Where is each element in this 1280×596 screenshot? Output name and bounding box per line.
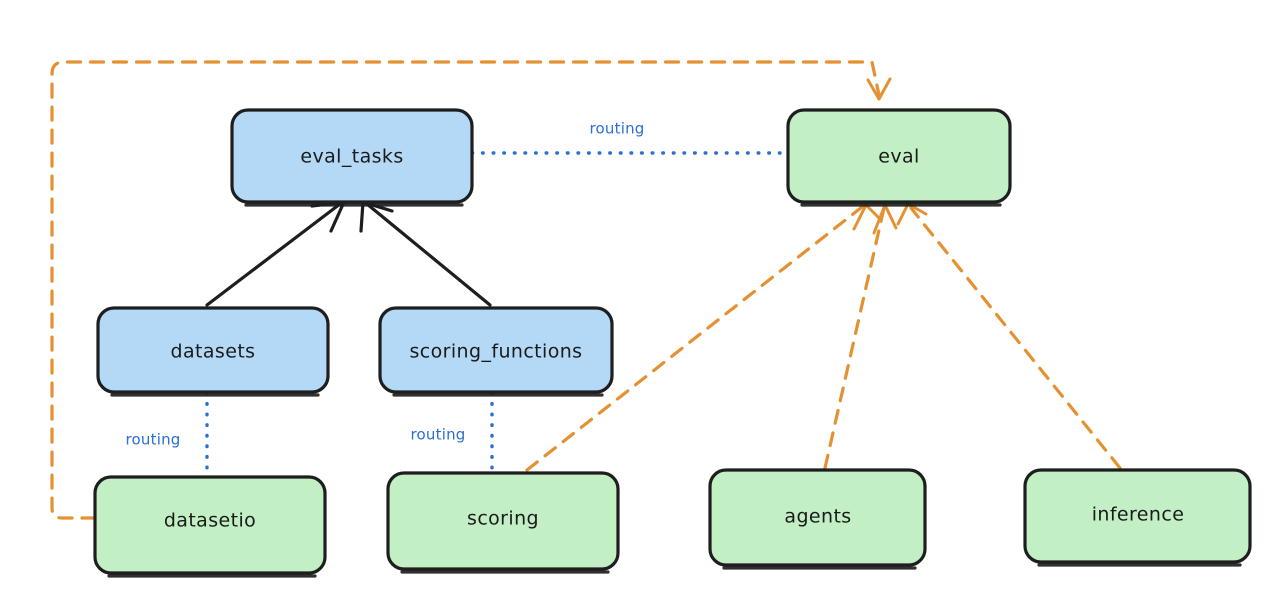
node-scoring-functions[interactable]: scoring_functions (378, 306, 614, 397)
node-eval-tasks-label: eval_tasks (300, 146, 403, 168)
node-agents[interactable]: agents (708, 468, 927, 570)
node-datasetio[interactable]: datasetio (93, 475, 327, 578)
edge-datasetio-to-eval (50, 60, 892, 520)
edge-label-routing-datasetio: routing (126, 431, 181, 449)
node-eval-box[interactable] (786, 108, 1012, 204)
node-datasetio-label: datasetio (164, 510, 256, 532)
node-datasets[interactable]: datasets (96, 306, 330, 397)
edge-label-routing-scoring: routing (411, 426, 466, 444)
node-scoring-functions-label: scoring_functions (410, 341, 583, 363)
node-scoring-functions-box[interactable] (378, 306, 614, 394)
node-eval-tasks[interactable]: eval_tasks (230, 108, 474, 207)
node-datasets-box[interactable] (96, 306, 330, 394)
edge-label-routing-eval: routing (590, 120, 645, 138)
node-eval-label: eval (878, 146, 919, 168)
edge-inference-to-eval (896, 202, 1122, 470)
node-datasetio-box[interactable] (93, 475, 327, 575)
edge-scoring-functions-to-eval-tasks (359, 200, 492, 307)
node-datasets-label: datasets (171, 341, 256, 363)
node-agents-label: agents (784, 506, 851, 528)
node-scoring-label: scoring (467, 508, 539, 530)
edge-layer (50, 60, 1122, 520)
node-scoring[interactable]: scoring (386, 471, 620, 574)
node-eval[interactable]: eval (786, 108, 1012, 207)
node-agents-box[interactable] (708, 468, 927, 567)
node-eval-tasks-box[interactable] (230, 108, 474, 204)
node-inference-box[interactable] (1023, 468, 1252, 564)
edge-agents-to-eval (823, 203, 898, 470)
edge-datasets-to-eval-tasks (205, 200, 346, 307)
node-layer: eval_tasks eval datasets scoring_functio… (93, 108, 1252, 578)
edge-label-layer: routing routing routing (126, 120, 645, 449)
node-scoring-box[interactable] (386, 471, 620, 571)
node-inference-label: inference (1092, 504, 1185, 526)
node-inference[interactable]: inference (1023, 468, 1252, 567)
